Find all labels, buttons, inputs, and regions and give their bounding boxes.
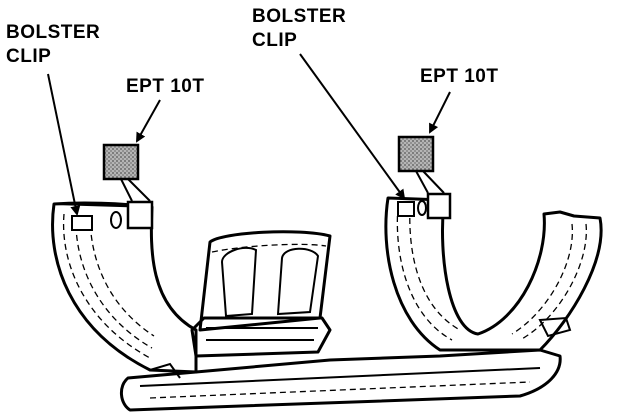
right-bolster-clip-label-line2: CLIP <box>252 30 297 51</box>
left-bolster-clip-label-line1: BOLSTER <box>6 22 100 43</box>
right-bolster-clip-label-line1: BOLSTER <box>252 6 346 27</box>
right-tape-leader-arrow <box>429 91 451 134</box>
right-tape-label: EPT 10T <box>420 66 498 87</box>
right-bolster-bracket <box>384 192 603 352</box>
right-clip-leader-arrow <box>299 53 406 200</box>
left-mount-hole <box>110 211 122 229</box>
left-tape-label: EPT 10T <box>126 76 204 97</box>
left-tape-location <box>126 200 154 230</box>
right-tape-location <box>426 192 452 220</box>
left-clip-leader-arrow <box>47 73 81 216</box>
left-bolster-clip <box>71 215 93 231</box>
right-mount-hole <box>417 200 427 216</box>
right-tape-pad <box>397 135 435 173</box>
center-panel <box>190 230 332 358</box>
right-tape-guide <box>415 170 445 194</box>
left-bolster-bracket <box>51 200 198 374</box>
left-tape-pad <box>102 143 140 181</box>
base-plate <box>120 348 562 412</box>
left-tape-leader-arrow <box>136 99 161 143</box>
left-bolster-clip-label-line2: CLIP <box>6 46 51 67</box>
left-tape-guide <box>120 178 151 202</box>
right-bolster-clip <box>397 201 415 217</box>
